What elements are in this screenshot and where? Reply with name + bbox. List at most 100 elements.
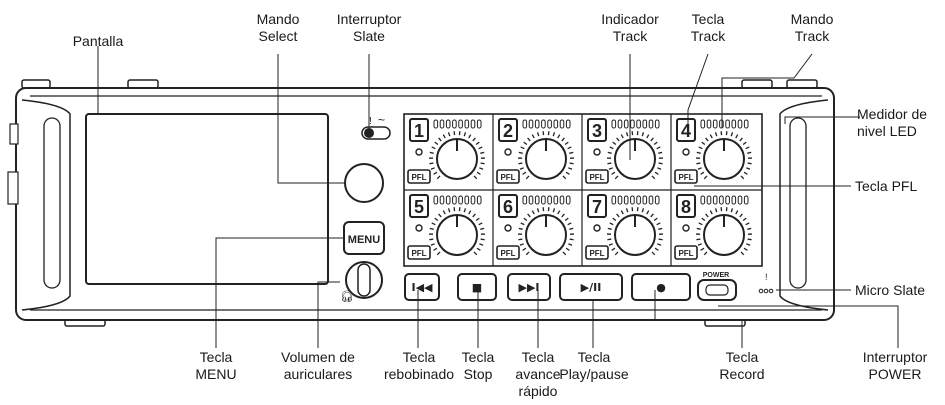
stop-key[interactable]: ■ <box>457 273 497 301</box>
track-key-1[interactable]: 1 <box>409 118 429 142</box>
track-key-3[interactable]: 3 <box>587 118 607 142</box>
track-indicator-2 <box>504 148 512 156</box>
track-knob-4[interactable] <box>695 131 753 180</box>
svg-text:3: 3 <box>592 121 602 141</box>
select-dial[interactable] <box>344 163 384 203</box>
track-indicator-3 <box>593 148 601 156</box>
track-key-7[interactable]: 7 <box>587 194 607 218</box>
label-volumen-auriculares: Volumen de auriculares <box>281 349 355 382</box>
svg-text:PFL: PFL <box>678 173 693 182</box>
track-knob-1[interactable] <box>428 131 486 180</box>
svg-text:PFL: PFL <box>589 249 604 258</box>
svg-text:PFL: PFL <box>500 249 515 258</box>
track-indicator-7 <box>593 224 601 232</box>
svg-text:PFL: PFL <box>411 249 426 258</box>
label-medidor-led: Medidor de nivel LED <box>857 106 928 139</box>
label-interruptor-power: Interruptor POWER <box>862 349 928 382</box>
svg-text:PFL: PFL <box>678 249 693 258</box>
pfl-key-7[interactable]: PFL <box>585 245 609 260</box>
label-indicador-track: Indicador Track <box>601 11 659 44</box>
power-switch[interactable]: POWER <box>697 272 737 301</box>
play-pause-key[interactable]: ▶/II <box>559 273 623 301</box>
svg-text:PFL: PFL <box>411 173 426 182</box>
track-knob-7[interactable] <box>606 207 664 256</box>
headphone-icon: 🎧︎ <box>340 290 354 303</box>
track-knob-2[interactable] <box>517 131 575 180</box>
svg-text:▶/II: ▶/II <box>581 281 602 294</box>
label-mando-track: Mando Track <box>790 11 834 44</box>
led-meter-7 <box>611 195 660 205</box>
label-micro-slate: Micro Slate <box>855 282 926 298</box>
track-indicator-8 <box>682 224 690 232</box>
svg-text:▶▶I: ▶▶I <box>518 281 539 294</box>
led-meter-6 <box>522 195 571 205</box>
label-tecla-menu: Tecla MENU <box>195 349 237 382</box>
track-indicator-1 <box>415 148 423 156</box>
led-meter-1 <box>433 119 482 129</box>
pfl-key-1[interactable]: PFL <box>407 169 431 184</box>
rewind-key[interactable]: I◀◀ <box>404 273 440 301</box>
label-tecla-record: Tecla Record <box>719 349 765 382</box>
label-pantalla: Pantalla <box>72 33 124 49</box>
pfl-key-8[interactable]: PFL <box>674 245 698 260</box>
forward-key[interactable]: ▶▶I <box>507 273 551 301</box>
transport-keys: I◀◀ ■ ▶▶I ▶/II ● <box>404 273 691 301</box>
pfl-key-3[interactable]: PFL <box>585 169 609 184</box>
svg-text:~: ~ <box>378 113 385 127</box>
track-key-6[interactable]: 6 <box>498 194 518 218</box>
track-key-8[interactable]: 8 <box>676 194 696 218</box>
svg-text:POWER: POWER <box>703 272 729 279</box>
label-tecla-stop: Tecla Stop <box>461 349 495 382</box>
leader-lines <box>97 46 899 348</box>
svg-text:5: 5 <box>414 197 424 217</box>
led-meter-3 <box>611 119 660 129</box>
track-knob-3[interactable] <box>606 131 664 180</box>
label-tecla-pfl: Tecla PFL <box>855 178 918 194</box>
led-meter-2 <box>522 119 571 129</box>
svg-text:8: 8 <box>681 197 691 217</box>
svg-text:2: 2 <box>503 121 513 141</box>
record-key[interactable]: ● <box>631 273 691 301</box>
track-knob-6[interactable] <box>517 207 575 256</box>
track-indicator-6 <box>504 224 512 232</box>
label-tecla-play: Tecla Play/pause <box>559 349 629 382</box>
svg-text:7: 7 <box>592 197 602 217</box>
slate-mic: ! <box>758 272 774 294</box>
svg-text:!: ! <box>765 272 768 282</box>
svg-text:4: 4 <box>681 121 691 141</box>
pfl-key-5[interactable]: PFL <box>407 245 431 260</box>
menu-key-label: MENU <box>348 234 380 246</box>
track-key-5[interactable]: 5 <box>409 194 429 218</box>
track-key-4[interactable]: 4 <box>676 118 696 142</box>
label-tecla-track: Tecla Track <box>690 11 726 44</box>
track-knob-8[interactable] <box>695 207 753 256</box>
track-key-2[interactable]: 2 <box>498 118 518 142</box>
pfl-key-6[interactable]: PFL <box>496 245 520 260</box>
pfl-key-4[interactable]: PFL <box>674 169 698 184</box>
track-knob-5[interactable] <box>428 207 486 256</box>
label-interruptor-slate: Interruptor Slate <box>336 11 402 44</box>
svg-text:PFL: PFL <box>500 173 515 182</box>
svg-text:■: ■ <box>472 281 482 294</box>
svg-text:●: ● <box>656 281 666 294</box>
svg-text:PFL: PFL <box>589 173 604 182</box>
track-indicator-5 <box>415 224 423 232</box>
menu-key[interactable]: MENU <box>343 221 385 255</box>
svg-text:!: ! <box>369 116 372 127</box>
label-tecla-rebobinado: Tecla rebobinado <box>383 349 455 382</box>
svg-text:I◀◀: I◀◀ <box>411 281 433 294</box>
label-tecla-avance: Tecla avance rápido <box>515 349 561 399</box>
headphone-volume-knob[interactable]: 🎧︎ <box>340 261 383 303</box>
led-meter-5 <box>433 195 482 205</box>
pfl-key-2[interactable]: PFL <box>496 169 520 184</box>
svg-text:6: 6 <box>503 197 513 217</box>
